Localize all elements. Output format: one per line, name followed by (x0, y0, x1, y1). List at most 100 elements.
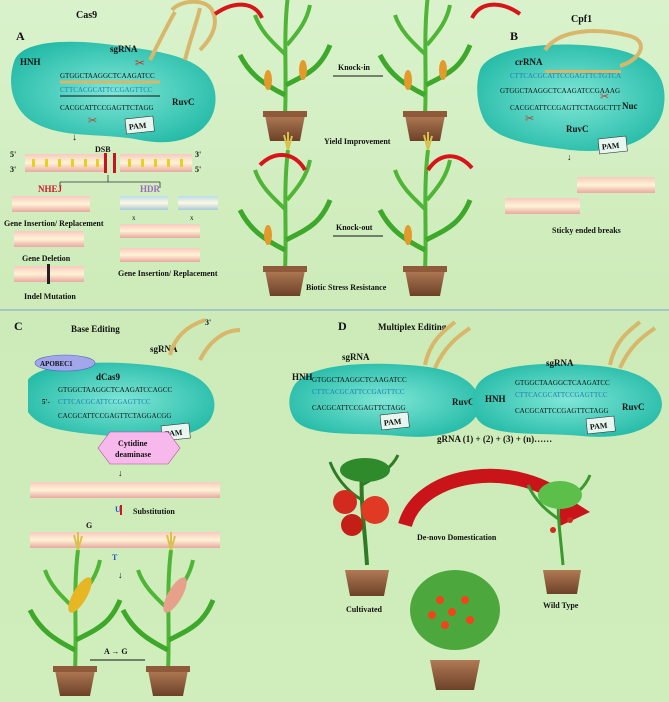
seq-top-d2: GTGGCTAAGGCTCAAGATCC (515, 379, 610, 387)
seq-bot-b: CACGCATTCCGAGTTCTAGGCTTT (510, 104, 622, 112)
grna-label: gRNA (1) + (2) + (3) + (n)…… (437, 434, 552, 444)
knock-in-label: Knock-in (338, 63, 371, 72)
seq-mid-a: CTTCACGCATTCCGAGTTCC (60, 86, 153, 94)
wild-type-label: Wild Type (543, 601, 579, 610)
dcas9-label: dCas9 (96, 372, 121, 382)
tomato-plant-cultivated (328, 454, 400, 596)
maize-plant-wild (240, 0, 330, 141)
nhej-label: NHEJ (38, 184, 63, 194)
seq-mid-d2: CTTCACGCATTCCGAGTTCC (515, 391, 608, 399)
cpf1-complex-b: crRNA CTTCACGCATTCCGAGTTCTGTCA GTGGCTAAG… (477, 29, 665, 155)
seq-top-b: CTTCACGCATTCCGAGTTCTGTCA (510, 72, 621, 80)
ruvc-label-a: RuvC (172, 97, 195, 107)
five-prime-label: 5' (10, 150, 16, 159)
dsb-section: ↓ DSB 5' 3' 3' 5' NHEJ HDR Gene Insertio… (4, 132, 218, 301)
nuc-label: Nuc (622, 101, 638, 111)
maize-plant-c-after (123, 532, 213, 696)
sgrna-label-d2: sgRNA (546, 358, 574, 368)
seq-mid-b: GTGGCTAAGGCTCAAGATCCGAAAG (500, 87, 620, 95)
base-u-label: U (115, 505, 121, 514)
cas9-complex-a: HNH sgRNA GTGGCTAAGGCTCAAGATCC CTTCACGCA… (11, 0, 217, 143)
de-novo-label: De-novo Domestication (417, 533, 497, 542)
curved-arrow-icon (470, 2, 522, 20)
seq-mid-c: CTTCACGCATTCCGAGTTCC (58, 398, 151, 406)
hdr-label: HDR (140, 184, 161, 194)
gene-deletion-label: Gene Deletion (22, 254, 71, 263)
down-arrow-icon: ↓ (118, 570, 123, 580)
three-prime-c: 3' (205, 318, 211, 327)
panel-label-a: A (16, 29, 25, 43)
seq-top-d1: GTGGCTAAGGCTCAAGATCC (312, 376, 407, 384)
gene-insertion-label-a1: Gene Insertion/ Replacement (4, 219, 104, 228)
base-editing-complex: APOBEC1 sgRNA 3' dCas9 GTGGCTAAGGCTCAAGA… (28, 318, 241, 465)
base-t-label: T (112, 553, 118, 562)
hnh-label-a: HNH (20, 57, 41, 67)
substitution-label: Substitution (133, 507, 175, 516)
deaminase-label: deaminase (115, 450, 151, 459)
panel-label-c: C (14, 319, 23, 333)
panel-label-b: B (510, 29, 518, 43)
hnh-label-d2: HNH (485, 394, 506, 404)
ruvc-label-d2: RuvC (622, 402, 645, 412)
seq-mid-d1: CTTCACGCATTCCGAGTTCC (312, 388, 405, 396)
seq-bot-d2: CACGCATTCCGAGTTCTAGG (515, 407, 609, 415)
multiplex-complex-1: HNH sgRNA GTGGCTAAGGCTCAAGATCC CTTCACGCA… (289, 320, 480, 437)
sticky-ends-label: Sticky ended breaks (552, 226, 621, 235)
svg-text:x: x (190, 214, 194, 222)
indel-mutation-label: Indel Mutation (24, 292, 76, 301)
a-to-g-label: A → G (104, 647, 128, 656)
sgrna-label-d1: sgRNA (342, 352, 370, 362)
panel-c-title: Base Editing (71, 324, 120, 334)
tomato-plant-wild (526, 474, 592, 594)
dsb-label: DSB (95, 145, 111, 154)
five-prime-c: 5'- (42, 398, 50, 406)
panel-b-title: Cpf1 (571, 14, 592, 25)
maize-plant-c-before (30, 532, 120, 696)
scissors-icon: ✂ (600, 91, 609, 103)
pam-label-d2: PAM (589, 421, 608, 432)
hnh-label-d1: HNH (292, 372, 313, 382)
down-arrow-icon: ↓ (567, 152, 572, 162)
seq-bot-d1: CACGCATTCCGAGTTCTAGG (312, 404, 406, 412)
pam-label-c: PAM (164, 428, 183, 439)
three-prime-label: 3' (195, 150, 201, 159)
sgrna-label-a: sgRNA (110, 44, 138, 54)
seq-top-c: GTGGCTAAGGCTCAAGATCCAGCC (58, 386, 172, 394)
biotic-stress-label: Biotic Stress Resistance (306, 283, 387, 292)
three-prime-label: 3' (10, 165, 16, 174)
sgrna-label-c: sgRNA (150, 344, 178, 354)
svg-text:x: x (132, 214, 136, 222)
seq-top-a: GTGGCTAAGGCTCAAGATCC (60, 72, 155, 80)
cultivated-label: Cultivated (346, 605, 383, 614)
pam-label-b: PAM (601, 141, 620, 152)
scissors-icon: ✂ (135, 56, 145, 70)
knock-out-label: Knock-out (336, 223, 373, 232)
curved-arrow-icon (213, 2, 264, 19)
panel-label-d: D (338, 319, 347, 333)
base-g-label: G (86, 521, 92, 530)
apobec1-label: APOBEC1 (40, 360, 73, 368)
curved-arrow-icon (426, 154, 474, 172)
pam-label-a: PAM (128, 121, 147, 132)
seq-bot-c: CACGCATTCCGAGTTCTAGGACGG (58, 412, 171, 420)
curved-arrow-icon (258, 153, 307, 172)
tomato-plant-domesticated (410, 570, 500, 690)
crrna-label: crRNA (515, 57, 543, 67)
five-prime-label: 5' (195, 165, 201, 174)
panel-a-title: Cas9 (76, 10, 97, 21)
panel-d-title: Multiplex Editing (378, 322, 447, 332)
cytidine-label: Cytidine (118, 439, 148, 448)
scissors-icon: ✂ (525, 113, 534, 125)
gene-insertion-label-a2: Gene Insertion/ Replacement (118, 269, 218, 278)
pam-label-d1: PAM (383, 417, 402, 428)
ruvc-label-d1: RuvC (452, 397, 475, 407)
scissors-icon: ✂ (88, 115, 97, 127)
seq-bot-a: CACGCATTCCGAGTTCTAGG (60, 104, 154, 112)
ruvc-label-b: RuvC (566, 124, 589, 134)
down-arrow-icon: ↓ (72, 132, 77, 143)
down-arrow-icon: ↓ (118, 468, 123, 478)
multiplex-complex-2: HNH sgRNA GTGGCTAAGGCTCAAGATCC CTTCACGCA… (472, 320, 662, 437)
maize-plant-edited (380, 0, 470, 141)
